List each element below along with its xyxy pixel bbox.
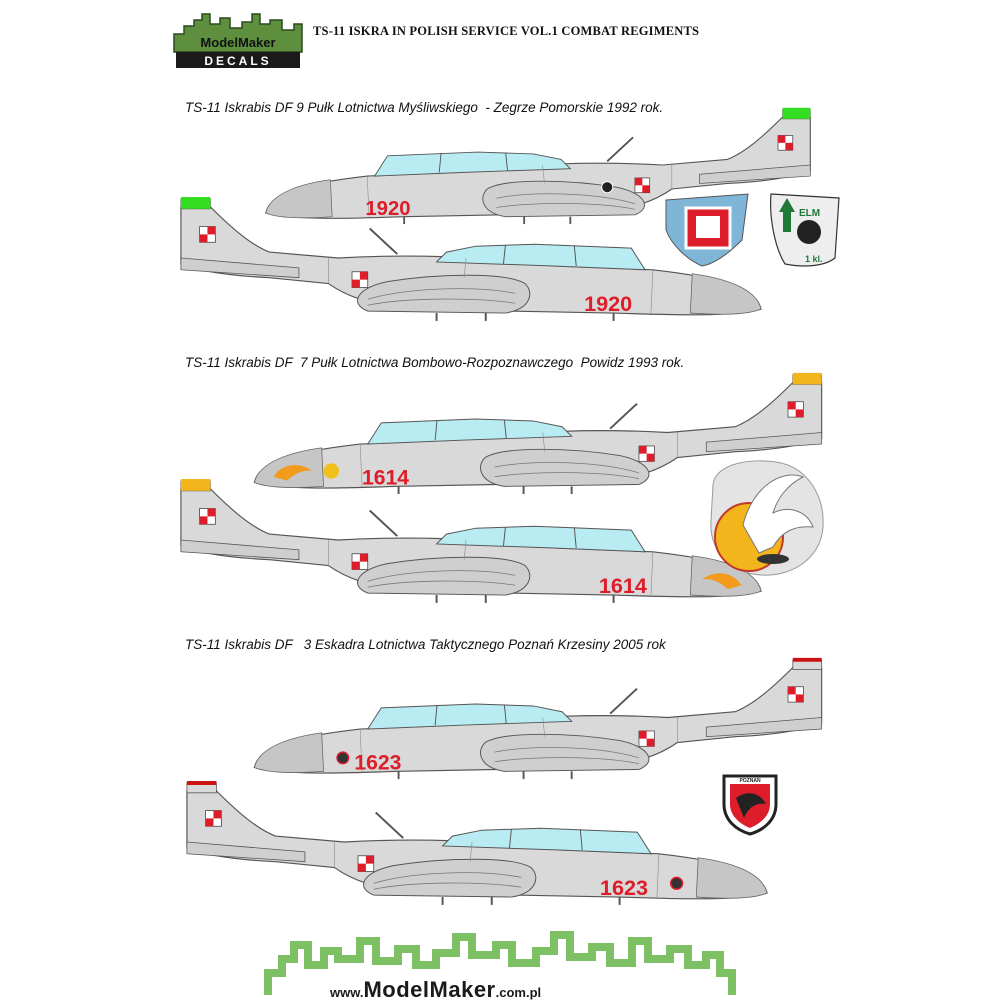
logo-line1: ModelMaker: [200, 35, 275, 50]
eagle-badge: [710, 460, 824, 576]
serial-number: 1623: [354, 751, 401, 774]
serial-number-right: 1920: [584, 291, 632, 316]
regiment-badge: [665, 193, 749, 267]
url-brand: ModelMaker: [363, 977, 496, 1002]
serial-number: 1614: [362, 466, 409, 489]
scheme-1-caption: TS-11 Iskrabis DF 9 Pułk Lotnictwa Myśli…: [185, 100, 664, 115]
scheme-3-left-profile: 1623: [253, 657, 823, 780]
fin-tip-color: [782, 107, 811, 119]
scheme-2-caption: TS-11 Iskrabis DF 7 Pułk Lotnictwa Bombo…: [185, 355, 685, 370]
poznan-badge-text: POZNAŃ: [739, 776, 761, 784]
squadron-badge: ELM 1 kl.: [770, 193, 840, 267]
modelmaker-logo: ModelMaker DECALS: [173, 13, 303, 68]
scheme-3-right-profile: 1623: [185, 781, 769, 906]
scheme-1-right-profile: 1920: [179, 197, 763, 322]
scheme-2-left-profile: 1614: [253, 372, 823, 495]
poznan-shield-badge: POZNAŃ: [722, 774, 778, 836]
serial-number: 1920: [365, 198, 410, 220]
squadron-badge-text: ELM: [799, 208, 820, 219]
footer-skyline-frame: [264, 931, 736, 995]
scheme-3-caption: TS-11 Iskrabis DF 3 Eskadra Lotnictwa Ta…: [185, 637, 666, 652]
sheet-title: TS-11 ISKRA IN POLISH SERVICE VOL.1 COMB…: [313, 24, 700, 38]
scheme-1-left-profile: 1920: [264, 107, 812, 225]
footer-website: www.ModelMaker.com.pl: [330, 977, 541, 1003]
serial-number-right: 1614: [599, 573, 647, 598]
logo-line2: DECALS: [204, 54, 271, 68]
url-suffix: .com.pl: [495, 985, 542, 1000]
scheme-2-right-profile: 1614: [179, 479, 763, 604]
serial-number-right: 1623: [600, 875, 648, 900]
squadron-badge-class: 1 kl.: [805, 254, 823, 264]
url-prefix: www.: [330, 985, 364, 1000]
